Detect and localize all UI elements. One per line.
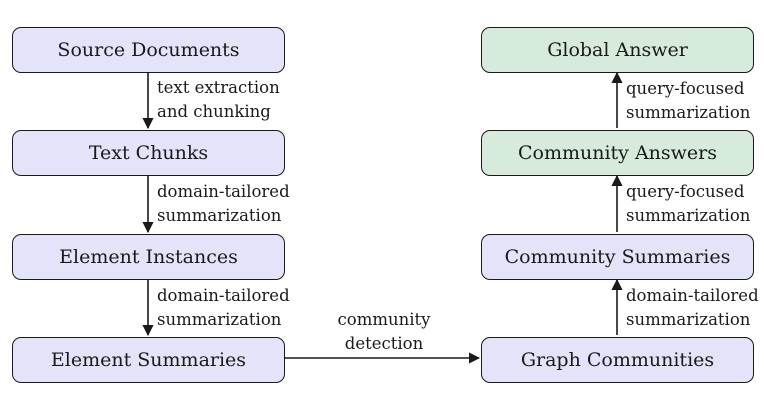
- edge-label-query-2: query-focused summarization: [626, 77, 750, 125]
- edge-label-line: summarization: [157, 206, 282, 225]
- edge-label-community-detection: community detection: [336, 308, 432, 356]
- edge-label-tailored-3: domain-tailored summarization: [626, 284, 759, 332]
- node-graph-communities: Graph Communities: [481, 337, 754, 383]
- node-community-answers: Community Answers: [481, 130, 754, 176]
- edge-label-line: query-focused: [626, 79, 745, 98]
- node-global-answer: Global Answer: [481, 27, 754, 73]
- node-element-summaries: Element Summaries: [12, 337, 285, 383]
- node-source-documents: Source Documents: [12, 27, 285, 73]
- node-community-summaries: Community Summaries: [481, 234, 754, 280]
- edge-label-line: query-focused: [626, 182, 745, 201]
- edge-label-line: domain-tailored: [157, 286, 290, 305]
- node-element-instances: Element Instances: [12, 234, 285, 280]
- edge-label-line: domain-tailored: [626, 286, 759, 305]
- edge-label-line: text extraction: [157, 78, 280, 97]
- edge-label-line: detection: [344, 334, 424, 353]
- edge-label-line: domain-tailored: [157, 182, 290, 201]
- edge-label-extraction: text extraction and chunking: [157, 76, 280, 124]
- edge-label-line: summarization: [626, 310, 751, 329]
- edge-label-line: summarization: [157, 310, 282, 329]
- edge-label-line: and chunking: [157, 102, 271, 121]
- edge-label-line: community: [337, 310, 431, 329]
- edge-label-tailored-2: domain-tailored summarization: [157, 284, 290, 332]
- edge-label-line: summarization: [626, 206, 751, 225]
- edge-label-tailored-1: domain-tailored summarization: [157, 180, 290, 228]
- node-text-chunks: Text Chunks: [12, 130, 285, 176]
- edge-label-line: summarization: [626, 103, 751, 122]
- edge-label-query-1: query-focused summarization: [626, 180, 750, 228]
